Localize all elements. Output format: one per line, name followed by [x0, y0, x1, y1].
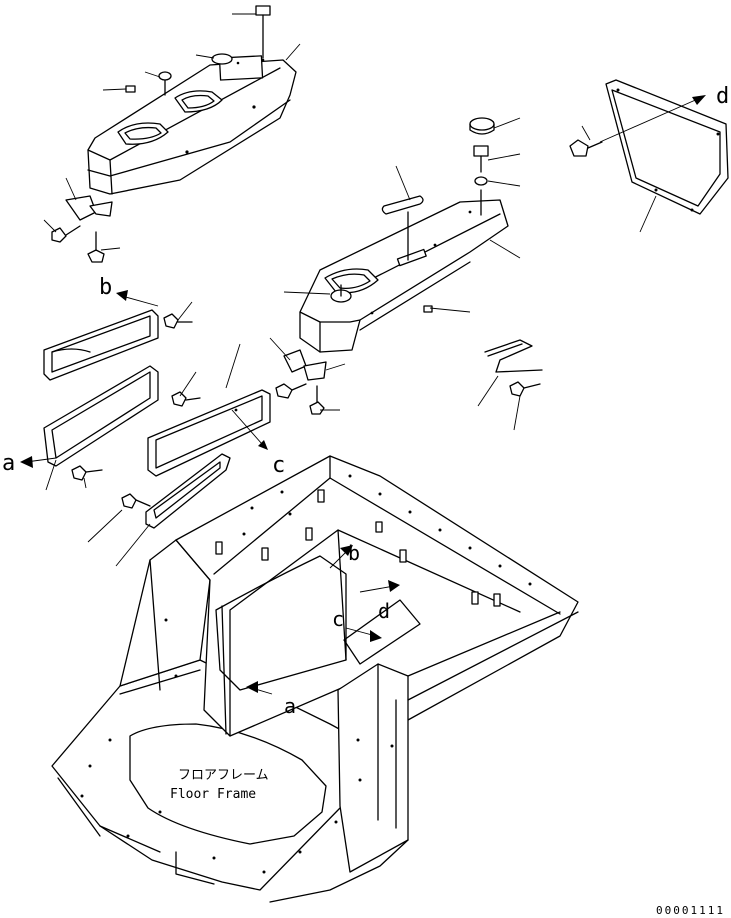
right-console-bracket [283, 349, 327, 381]
right-console-cover [299, 199, 509, 353]
left-console-cap-b [158, 71, 172, 96]
ref-label-c-left: c [272, 453, 285, 478]
right-console-knob [330, 284, 352, 303]
inspection-cover-c [147, 389, 271, 477]
ref-label-b-frame: b [348, 541, 360, 565]
left-console-cover [87, 55, 297, 195]
frame-holes [80, 474, 532, 874]
ref-label-a-left: a [2, 451, 15, 476]
floor-frame [51, 455, 579, 903]
right-console-bolt [473, 145, 489, 173]
left-console-clip [125, 85, 136, 93]
left-console-cap-a [211, 53, 233, 65]
ref-label-d-frame: d [378, 599, 390, 623]
seal-frame-bolt [121, 493, 151, 509]
left-console-bolt [255, 5, 271, 59]
right-console-screw-a [275, 383, 307, 399]
side-cover-bolt [569, 139, 603, 157]
access-cover-b [43, 309, 159, 381]
right-console-handle [484, 339, 543, 373]
ref-label-c-frame: c [332, 607, 344, 631]
floor-frame-label-en: Floor Frame [170, 787, 256, 802]
right-console-clip [423, 305, 433, 313]
ref-label-b-top: b [99, 275, 112, 300]
floor-frame-label-jp: フロアフレーム [178, 768, 269, 783]
access-cover-b-bolt [163, 313, 193, 329]
left-console-screw-a [51, 225, 81, 243]
seal-frame [145, 453, 231, 529]
drawing-number: 00001111 [656, 904, 725, 917]
right-console-cap [469, 117, 495, 135]
ref-label-d-top: d [716, 84, 729, 109]
left-console-bracket [65, 195, 113, 221]
access-cover-a [43, 365, 159, 467]
right-console-handle-bolt [509, 381, 541, 397]
right-console-screw-b [309, 385, 325, 415]
ref-label-a-frame: a [284, 694, 296, 718]
access-cover-a-bolt [171, 391, 201, 407]
right-console-washer [474, 176, 488, 186]
right-console-seal [381, 195, 424, 261]
side-cover-panel [605, 79, 729, 215]
left-console-screw-b [87, 231, 105, 263]
access-cover-a-bolt-lower [71, 465, 103, 481]
